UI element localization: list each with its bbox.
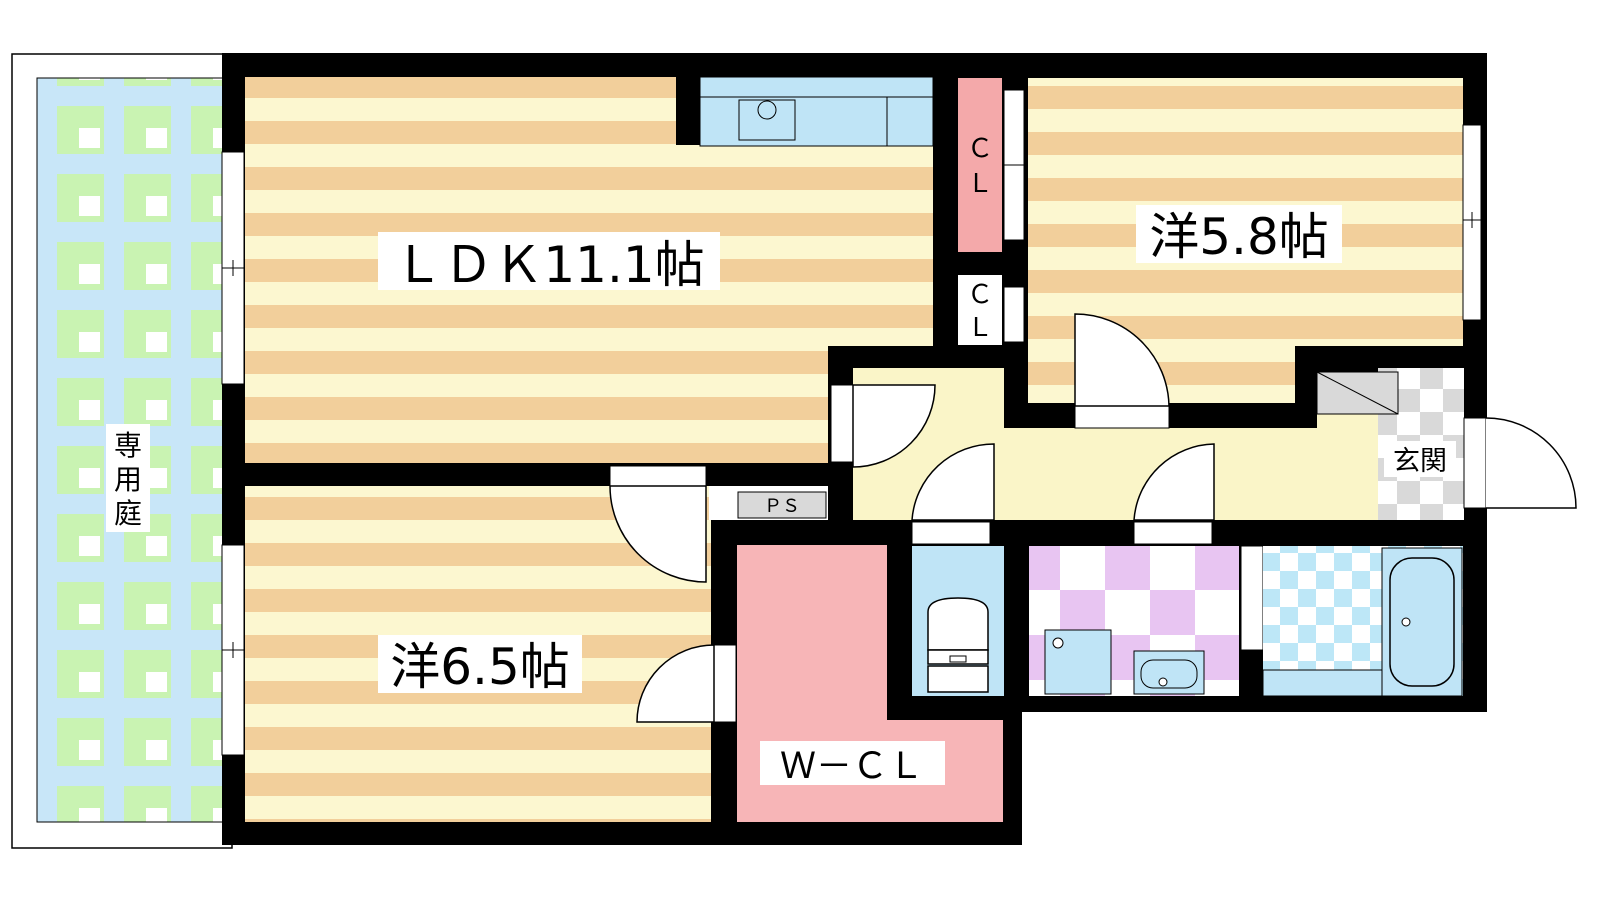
garden-label-2: 用 (114, 463, 142, 496)
entrance-label: 玄関 (1393, 446, 1447, 477)
kitchen-counter (699, 76, 934, 147)
private-garden (11, 53, 233, 849)
sink-drain-icon (757, 100, 777, 120)
ldk-window (221, 151, 245, 385)
walk-in-closet: Ｗ－ＣＬ (737, 545, 1003, 822)
toilet-icon (927, 597, 989, 651)
washroom (1029, 521, 1301, 696)
closet-1-label-l: Ｌ (967, 169, 993, 199)
doors (609, 313, 1215, 723)
garden-label-1: 専 (114, 429, 142, 462)
closet-2-label-c: Ｃ (967, 280, 993, 310)
ldk-label: ＬＤＫ11.1帖 (393, 236, 704, 294)
pipe-space: ＰＳ (709, 486, 828, 520)
room-labels: ＬＤＫ11.1帖 洋5.8帖 洋6.5帖 専 用 庭 (106, 205, 1342, 696)
entrance: 玄関 (1316, 368, 1577, 520)
pipe-space-label: ＰＳ (764, 496, 800, 517)
closet-1: Ｃ Ｌ (958, 78, 1054, 252)
western-5-8-label: 洋5.8帖 (1149, 208, 1329, 266)
walk-in-closet-label: Ｗ－ＣＬ (780, 746, 924, 787)
western-6-5-label: 洋6.5帖 (390, 638, 570, 696)
closet-1-label-c: Ｃ (967, 134, 993, 164)
toilet-room (911, 521, 1004, 696)
closet-2-label-l: Ｌ (967, 313, 993, 343)
garden-label-3: 庭 (114, 497, 142, 530)
bathroom (1262, 546, 1463, 697)
